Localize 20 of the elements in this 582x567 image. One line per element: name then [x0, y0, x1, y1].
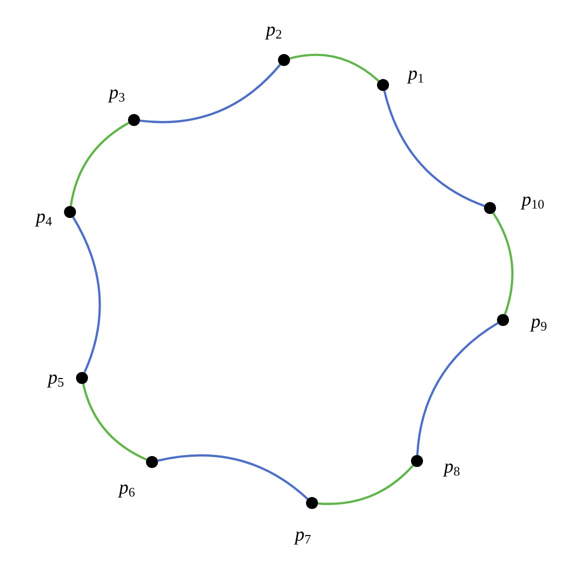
arc-connector	[318, 464, 414, 505]
arc-connector	[72, 216, 101, 373]
point-label: p$_{3}$	[109, 84, 125, 102]
point-label: p$_{9}$	[531, 312, 547, 332]
arc-connector	[492, 212, 514, 315]
arc-connector	[383, 90, 485, 207]
arc-connector	[82, 384, 147, 461]
point-label: p$_{5}$	[48, 368, 64, 388]
point-label: p$_{10}$	[522, 190, 544, 210]
point-label: p$_{7}$	[295, 526, 311, 544]
arc-connector	[70, 122, 130, 206]
point-label: p$_{8}$	[444, 458, 460, 476]
arc-connector	[158, 454, 308, 500]
point-label: p$_{4}$	[36, 208, 52, 226]
point-label: p$_{2}$	[266, 20, 282, 40]
arc-connector	[140, 64, 281, 124]
point-label: p$_{6}$	[119, 478, 135, 498]
arc-connector	[290, 54, 380, 82]
point-label: p$_{1}$	[408, 64, 424, 84]
arc-connector	[416, 322, 498, 456]
